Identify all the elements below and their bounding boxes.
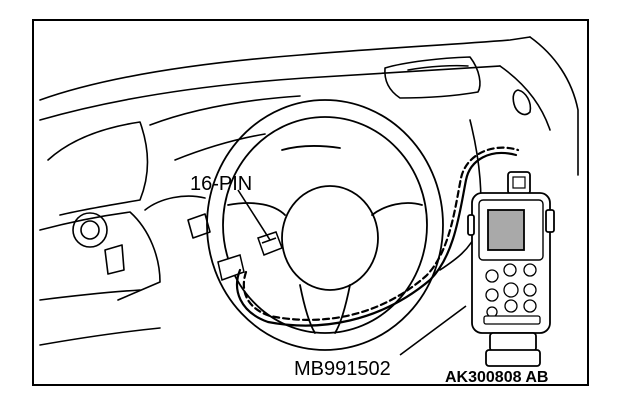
diagnostic-tester [467,171,555,367]
dashboard [39,36,579,346]
tester-screen [487,209,525,251]
tester-keypad [483,263,541,325]
figure-code: AK300808 AB [445,369,548,386]
cable-tool-label: MB991502 [294,358,391,380]
connector-label: 16-PIN [190,173,252,195]
connector-leader [237,189,271,241]
16-pin-connector [217,231,283,281]
cable-leader [399,305,467,356]
steering-wheel [206,99,444,351]
cable [235,146,520,327]
